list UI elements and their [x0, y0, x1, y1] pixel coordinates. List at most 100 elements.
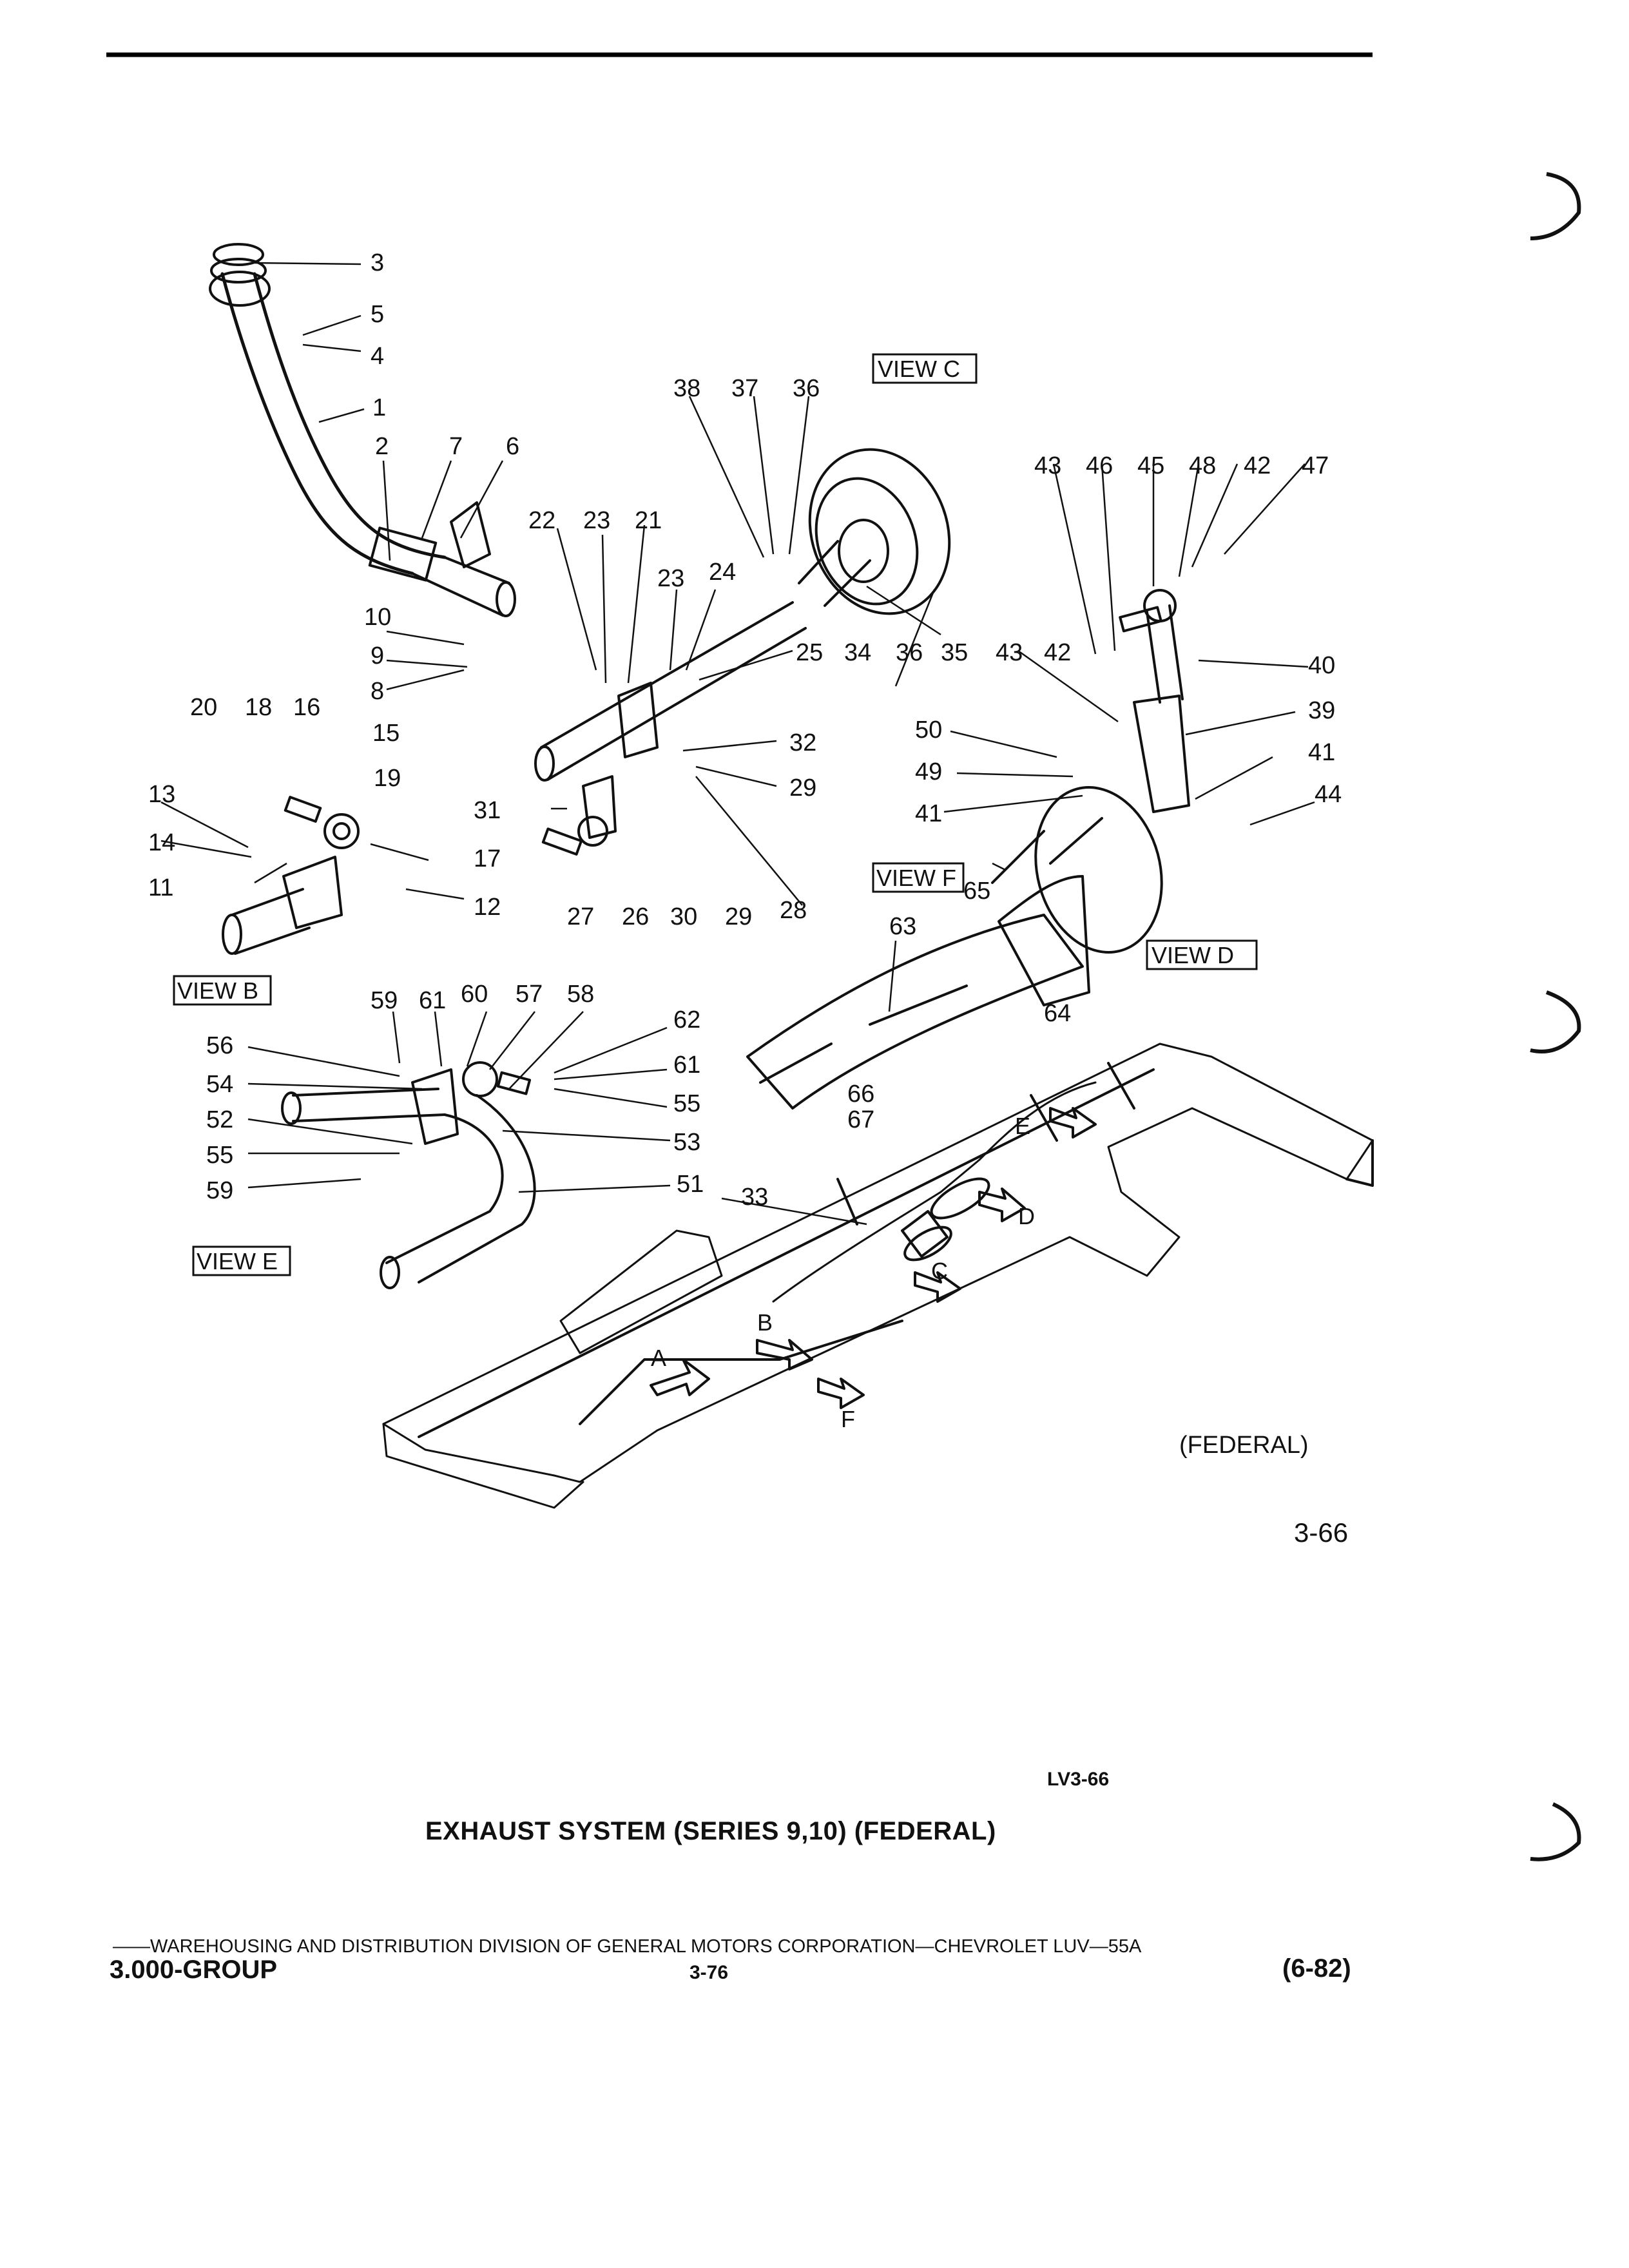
callout-41-b: 41 [915, 800, 942, 827]
callout-8: 8 [371, 678, 384, 705]
callout-35: 35 [941, 639, 968, 666]
callout-14: 14 [148, 829, 175, 856]
callout-42-top: 42 [1244, 452, 1271, 479]
callout-55: 55 [206, 1142, 233, 1169]
callout-34: 34 [844, 639, 871, 666]
callout-40: 40 [1308, 652, 1335, 679]
callout-51: 51 [677, 1171, 704, 1198]
callout-23: 23 [657, 565, 684, 592]
callout-59-top: 59 [371, 987, 398, 1014]
callout-1: 1 [372, 394, 386, 421]
variant-label: (FEDERAL) [1179, 1432, 1309, 1459]
callout-22: 22 [528, 507, 555, 534]
arrow-letter-a: A [651, 1345, 666, 1371]
arrow-letter-d: D [1018, 1203, 1035, 1229]
callout-62: 62 [673, 1006, 700, 1033]
callout-45: 45 [1137, 452, 1164, 479]
arrow-letter-c: C [931, 1258, 948, 1284]
callout-36: 36 [793, 375, 820, 402]
callout-21: 21 [635, 507, 662, 534]
figure-code: LV3-66 [1047, 1769, 1110, 1790]
callout-42: 42 [1044, 639, 1071, 666]
callout-55-right: 55 [673, 1090, 700, 1117]
callout-43: 43 [996, 639, 1023, 666]
callout-39: 39 [1308, 697, 1335, 724]
callout-9: 9 [371, 642, 384, 669]
callout-59: 59 [206, 1177, 233, 1204]
callout-67: 67 [847, 1106, 874, 1133]
callout-2: 2 [375, 433, 389, 460]
callout-32: 32 [789, 729, 816, 756]
callout-33: 33 [741, 1184, 768, 1211]
callout-41: 41 [1308, 739, 1335, 766]
callout-11: 11 [148, 874, 173, 901]
callout-65: 65 [963, 878, 990, 905]
callout-43-top: 43 [1034, 452, 1061, 479]
binder-marks [1530, 172, 1581, 1861]
view-b-label: VIEW B [177, 977, 258, 1004]
callout-23-top: 23 [583, 507, 610, 534]
callout-10: 10 [364, 604, 391, 631]
figure-caption: EXHAUST SYSTEM (SERIES 9,10) (FEDERAL) [425, 1817, 996, 1845]
callout-29: 29 [789, 774, 816, 802]
view-f-label: VIEW F [876, 865, 956, 891]
arrow-letter-b: B [757, 1309, 773, 1336]
callout-61-top: 61 [419, 987, 446, 1014]
callout-7: 7 [449, 433, 463, 460]
callout-63: 63 [889, 913, 916, 940]
callout-53: 53 [673, 1129, 700, 1156]
callout-49: 49 [915, 758, 942, 785]
leader-lines [160, 262, 1315, 1225]
callout-3: 3 [371, 249, 384, 276]
callout-36-b: 36 [896, 639, 923, 666]
callout-17: 17 [474, 845, 501, 872]
callout-64: 64 [1044, 1000, 1071, 1027]
callout-66: 66 [847, 1081, 874, 1108]
footer-page-number: 3-76 [689, 1962, 729, 1983]
footer-group: 3.000-GROUP [110, 1956, 278, 1984]
callout-56: 56 [206, 1032, 233, 1059]
footer-publisher-line: ——WAREHOUSING AND DISTRIBUTION DIVISION … [113, 1936, 1142, 1957]
callout-57: 57 [516, 981, 543, 1008]
callout-13: 13 [148, 781, 175, 808]
callout-48: 48 [1189, 452, 1216, 479]
callout-54: 54 [206, 1071, 233, 1098]
callout-50: 50 [915, 716, 942, 744]
callout-16: 16 [293, 694, 320, 721]
callout-27: 27 [567, 903, 594, 930]
callout-4: 4 [371, 343, 384, 370]
arrow-letter-e: E [1015, 1113, 1030, 1139]
callout-61: 61 [673, 1052, 700, 1079]
callout-30: 30 [670, 903, 697, 930]
callout-24: 24 [709, 559, 736, 586]
arrow-letter-f: F [841, 1406, 855, 1432]
callout-12: 12 [474, 894, 501, 921]
callout-20: 20 [190, 694, 217, 721]
view-c-label: VIEW C [878, 356, 960, 382]
callout-58: 58 [567, 981, 594, 1008]
callout-25: 25 [796, 639, 823, 666]
callout-52: 52 [206, 1106, 233, 1133]
callout-37: 37 [731, 375, 758, 402]
view-d-label: VIEW D [1152, 942, 1234, 968]
callout-15: 15 [372, 720, 400, 747]
callout-38: 38 [673, 375, 700, 402]
callout-31: 31 [474, 797, 501, 824]
callout-labels: 3 5 4 1 2 7 6 10 9 8 20 18 16 15 19 13 1… [148, 249, 1342, 1211]
callout-5: 5 [371, 301, 384, 328]
reference-number: 3-66 [1294, 1517, 1349, 1548]
callout-18: 18 [245, 694, 272, 721]
callout-29-b: 29 [725, 903, 752, 930]
parts-illustration [209, 243, 1374, 1509]
callout-19: 19 [374, 765, 401, 792]
footer-date: (6-82) [1282, 1954, 1351, 1983]
view-e-label: VIEW E [197, 1248, 278, 1274]
callout-26: 26 [622, 903, 649, 930]
callout-60: 60 [461, 981, 488, 1008]
callout-44: 44 [1315, 781, 1342, 808]
frame-arrow-letters: A B C D E F [651, 1113, 1035, 1432]
callout-46: 46 [1086, 452, 1113, 479]
callout-47: 47 [1302, 452, 1329, 479]
view-labels: VIEW C VIEW D VIEW F VIEW B VIEW E [173, 353, 1258, 1276]
